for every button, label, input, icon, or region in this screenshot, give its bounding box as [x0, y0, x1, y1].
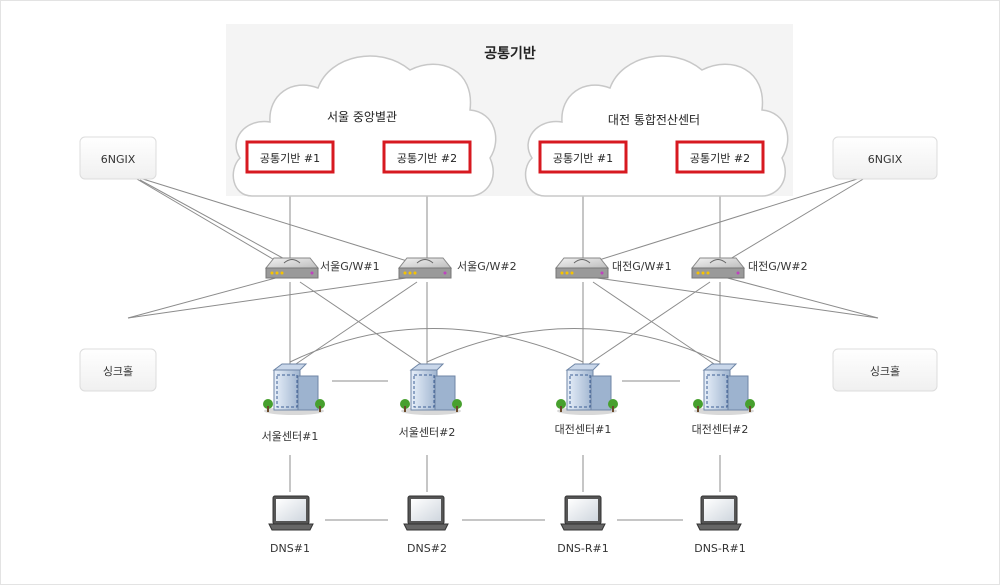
node-sinkhole-right: 싱크홀 — [832, 348, 938, 392]
center-seoul-2 — [400, 363, 462, 415]
box-seoul-common-2-label: 공통기반 #2 — [397, 152, 457, 165]
cloud-seoul-title: 서울 중앙별관 — [327, 110, 397, 124]
dns-r-1 — [560, 495, 606, 531]
gateway-daejeon-2 — [690, 257, 746, 279]
laptop-icon — [560, 495, 606, 531]
box-daejeon-common-2-label: 공통기반 #2 — [690, 152, 750, 165]
node-6ngix-left: 6NGIX — [79, 136, 157, 180]
box-daejeon-common-2: 공통기반 #2 — [675, 140, 765, 174]
connection-lines — [127, 172, 879, 521]
common-title: 공통기반 — [484, 45, 536, 62]
dns-r-1-b-label: DNS-R#1 — [694, 542, 746, 555]
gateway-seoul-1 — [264, 257, 320, 279]
dns-1 — [268, 495, 314, 531]
gateway-seoul-2-label: 서울G/W#2 — [457, 260, 517, 273]
laptop-icon — [268, 495, 314, 531]
node-6ngix-right-label: 6NGIX — [868, 153, 903, 166]
gateway-seoul-2 — [397, 257, 453, 279]
center-daejeon-2 — [693, 363, 755, 415]
box-seoul-common-1-label: 공통기반 #1 — [260, 152, 320, 165]
center-daejeon-2-label: 대전센터#2 — [692, 423, 749, 436]
node-sinkhole-left-label: 싱크홀 — [103, 365, 133, 378]
building-icon — [556, 363, 618, 415]
box-daejeon-common-1: 공통기반 #1 — [538, 140, 628, 174]
router-icon — [690, 257, 746, 279]
dns-2-label: DNS#2 — [407, 542, 447, 555]
router-icon — [397, 257, 453, 279]
router-icon — [554, 257, 610, 279]
dns-r-1-b — [696, 495, 742, 531]
laptop-icon — [696, 495, 742, 531]
center-daejeon-1-label: 대전센터#1 — [555, 423, 612, 436]
center-seoul-2-label: 서울센터#2 — [399, 426, 456, 439]
node-sinkhole-left: 싱크홀 — [79, 348, 157, 392]
box-seoul-common-1: 공통기반 #1 — [245, 140, 335, 174]
gateway-daejeon-1-label: 대전G/W#1 — [612, 260, 672, 273]
laptop-icon — [403, 495, 449, 531]
center-seoul-1-label: 서울센터#1 — [262, 430, 319, 443]
cloud-daejeon-title: 대전 통합전산센터 — [608, 113, 700, 127]
node-sinkhole-right-label: 싱크홀 — [870, 365, 900, 378]
dns-r-1-label: DNS-R#1 — [557, 542, 609, 555]
dns-2 — [403, 495, 449, 531]
gateway-seoul-1-label: 서울G/W#1 — [320, 260, 380, 273]
center-seoul-1 — [263, 363, 325, 415]
box-daejeon-common-1-label: 공통기반 #1 — [553, 152, 613, 165]
gateway-daejeon-1 — [554, 257, 610, 279]
building-icon — [693, 363, 755, 415]
building-icon — [263, 363, 325, 415]
router-icon — [264, 257, 320, 279]
gateway-daejeon-2-label: 대전G/W#2 — [748, 260, 808, 273]
node-6ngix-left-label: 6NGIX — [101, 153, 136, 166]
building-icon — [400, 363, 462, 415]
node-6ngix-right: 6NGIX — [832, 136, 938, 180]
box-seoul-common-2: 공통기반 #2 — [382, 140, 472, 174]
center-daejeon-1 — [556, 363, 618, 415]
dns-1-label: DNS#1 — [270, 542, 310, 555]
